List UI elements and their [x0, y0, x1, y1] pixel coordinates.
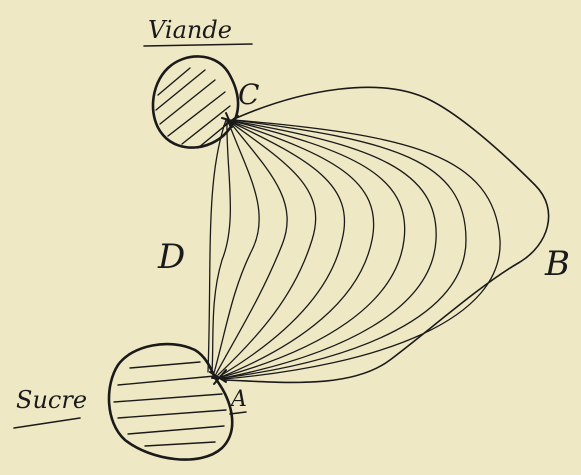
- label-a: A: [229, 387, 247, 412]
- sucre-underline: [14, 418, 80, 428]
- sucre-blob: [109, 344, 232, 459]
- label-viande: Viande: [148, 16, 232, 44]
- label-b: B: [544, 244, 570, 284]
- viande-blob: [153, 56, 238, 148]
- label-sucre: Sucre: [16, 386, 87, 414]
- trail-lines: [208, 87, 549, 382]
- label-c: C: [238, 78, 259, 111]
- viande-underline: [144, 44, 252, 46]
- label-d: D: [157, 237, 185, 277]
